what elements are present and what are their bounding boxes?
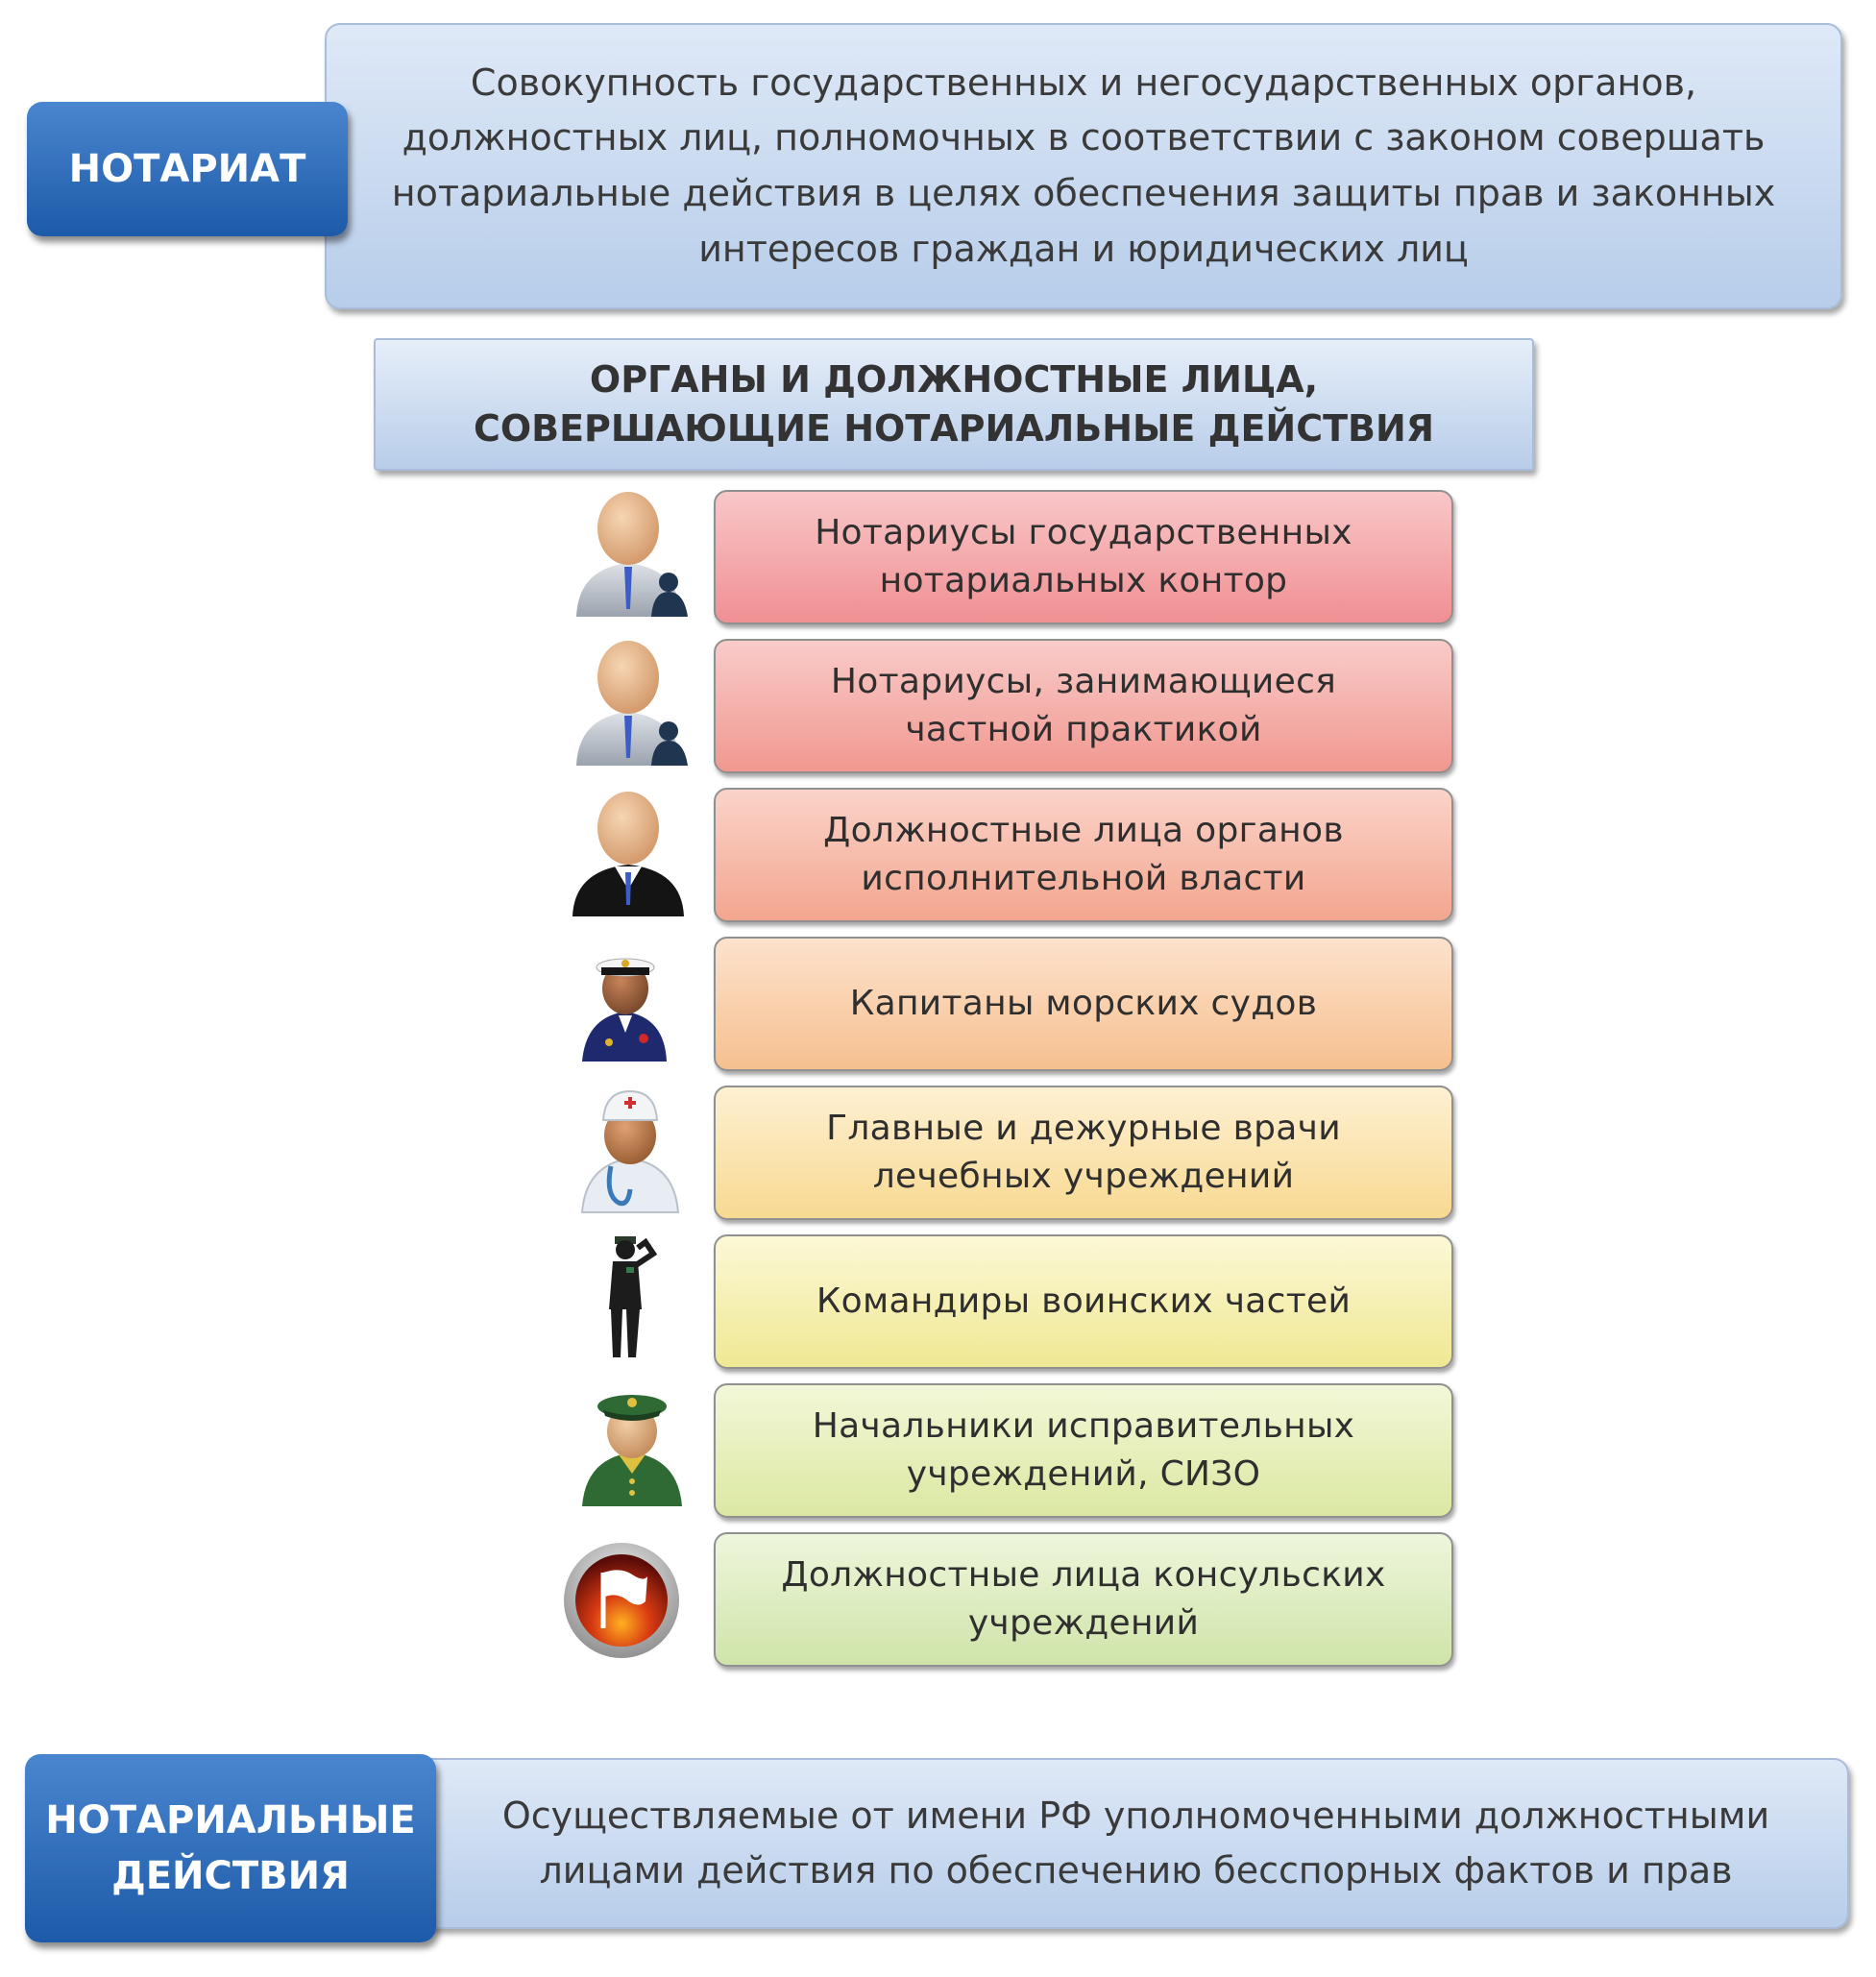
body-item-label: Должностные лица консульских учреждений xyxy=(781,1554,1386,1643)
notarial-actions-label-box: НОТАРИАЛЬНЫЕ ДЕЙСТВИЯ xyxy=(25,1754,436,1942)
body-item-label: Нотариусы государственных нотариальных к… xyxy=(815,512,1352,600)
body-item: Начальники исправительных учреждений, СИ… xyxy=(714,1383,1453,1518)
sea-captain-icon xyxy=(573,942,678,1067)
bodies-header-box: ОРГАНЫ И ДОЛЖНОСТНЫЕ ЛИЦА, СОВЕРШАЮЩИЕ Н… xyxy=(374,338,1534,471)
businessman-icon xyxy=(569,639,694,773)
official-in-suit-icon xyxy=(567,790,692,924)
body-item-label: Начальники исправительных учреждений, СИ… xyxy=(812,1405,1355,1494)
notarial-actions-label: НОТАРИАЛЬНЫЕ ДЕЙСТВИЯ xyxy=(45,1798,416,1898)
uniformed-officer-icon xyxy=(574,1378,690,1512)
body-item: Должностные лица органов исполнительной … xyxy=(714,788,1453,922)
notariat-label-box: НОТАРИАТ xyxy=(27,102,348,236)
notariat-label: НОТАРИАТ xyxy=(68,147,306,191)
saluting-soldier-icon xyxy=(588,1229,665,1363)
notarial-actions-definition-text: Осуществляемые от имени РФ уполномоченны… xyxy=(501,1794,1770,1892)
body-item-label: Командиры воинских частей xyxy=(816,1281,1352,1321)
notarial-actions-definition-box: Осуществляемые от имени РФ уполномоченны… xyxy=(403,1758,1849,1929)
bodies-header: ОРГАНЫ И ДОЛЖНОСТНЫЕ ЛИЦА, СОВЕРШАЮЩИЕ Н… xyxy=(473,357,1435,450)
body-item-label: Нотариусы, занимающиеся частной практико… xyxy=(830,661,1337,749)
consular-flag-icon xyxy=(561,1540,682,1661)
body-item-label: Должностные лица органов исполнительной … xyxy=(823,810,1344,898)
body-item-label: Капитаны морских судов xyxy=(849,983,1318,1023)
doctor-icon xyxy=(573,1084,688,1218)
body-item: Должностные лица консульских учреждений xyxy=(714,1532,1453,1667)
businessman-icon xyxy=(569,490,694,624)
notariat-definition-text: Совокупность государственных и негосудар… xyxy=(391,61,1776,270)
body-item: Нотариусы, занимающиеся частной практико… xyxy=(714,639,1453,773)
body-item: Главные и дежурные врачи лечебных учрежд… xyxy=(714,1086,1453,1220)
notariat-definition-box: Совокупность государственных и негосудар… xyxy=(325,23,1842,309)
body-item: Командиры воинских частей xyxy=(714,1234,1453,1369)
body-item: Капитаны морских судов xyxy=(714,937,1453,1071)
body-item: Нотариусы государственных нотариальных к… xyxy=(714,490,1453,624)
body-item-label: Главные и дежурные врачи лечебных учрежд… xyxy=(826,1108,1341,1196)
